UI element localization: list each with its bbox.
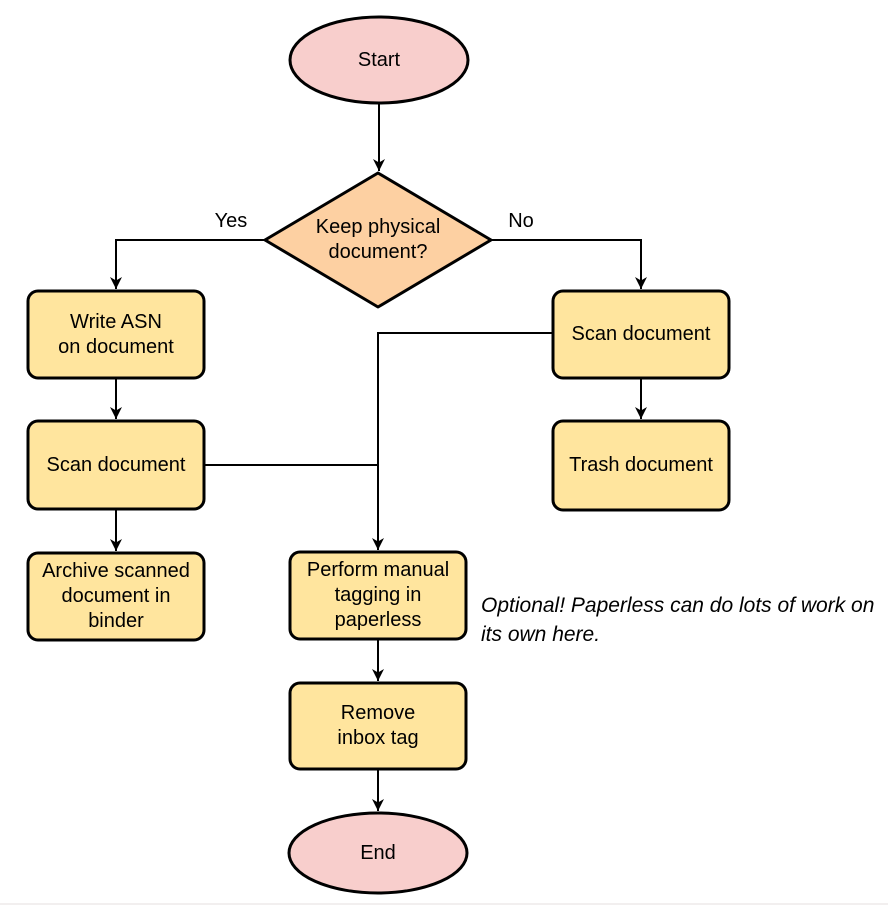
annotation-optional-note: Optional! Paperless can do lots of work … xyxy=(481,594,875,646)
node-end-shape xyxy=(287,811,469,895)
node-trash-shape xyxy=(551,419,731,512)
node-archive-shape xyxy=(26,551,206,642)
node-scan-right-shape xyxy=(551,289,731,380)
node-scan-right-label: Scan document xyxy=(571,323,711,345)
node-remove-inbox-label: Remove inbox tag xyxy=(337,702,419,749)
edge-decision-no-to-scan-right xyxy=(491,239,647,289)
node-tagging-label: Perform manual tagging in paperless xyxy=(306,559,450,631)
edge-label-yes: Yes xyxy=(214,209,248,232)
node-write-asn-shape xyxy=(26,289,206,380)
node-remove-inbox-shape xyxy=(288,681,468,771)
edge-label-no: No xyxy=(508,209,534,232)
node-tagging-shape xyxy=(288,550,468,641)
node-decision-label: Keep physical document? xyxy=(315,216,441,263)
bottom-divider xyxy=(0,903,888,905)
edge-scan-right-to-tagging xyxy=(372,332,554,550)
edge-decision-yes-to-write-asn xyxy=(110,239,265,289)
node-trash-label: Trash document xyxy=(569,454,713,476)
node-decision-shape xyxy=(263,171,493,309)
node-archive-label: Archive scanned document in binder xyxy=(42,560,190,632)
node-end-label: End xyxy=(360,842,396,864)
node-scan-left-shape xyxy=(26,419,206,511)
node-start-shape xyxy=(288,15,470,105)
node-write-asn-label: Write ASN on document xyxy=(58,310,174,358)
node-start-label: Start xyxy=(357,49,401,71)
node-scan-left-label: Scan document xyxy=(46,453,186,476)
